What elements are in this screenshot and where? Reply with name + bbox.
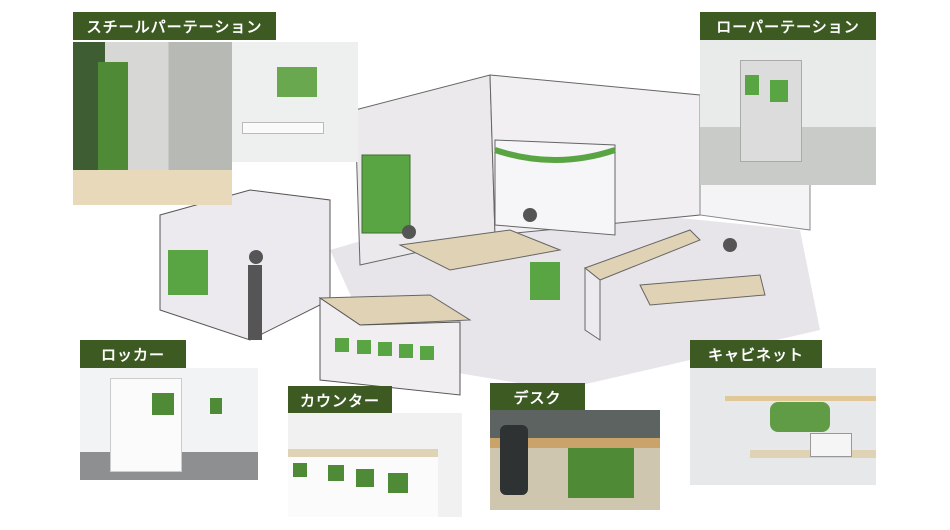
photo-locker [80,368,258,480]
people-silhouettes [248,208,737,340]
green-wall-panel [361,154,411,234]
counter-green-panels [335,338,434,360]
photo-steel-partition-1 [73,42,232,205]
label-steel-partition: スチールパーテーション [73,12,276,40]
label-cabinet: キャビネット [690,340,822,368]
label-locker: ロッカー [80,340,186,368]
right-desk [639,274,766,306]
locker-green-panel [168,250,208,295]
photo-counter [288,413,462,517]
cabinet-body [584,266,601,341]
photo-steel-partition-2 [232,42,358,162]
desk-green-panel [530,262,560,300]
center-desk [398,229,562,271]
photo-cabinet [690,368,876,485]
label-desk: デスク [490,383,585,411]
photo-desk [490,410,660,510]
hanging-greenery [494,147,616,163]
photo-low-partition [700,40,876,185]
label-low-partition: ローパーテーション [700,12,876,40]
label-counter: カウンター [288,386,392,414]
